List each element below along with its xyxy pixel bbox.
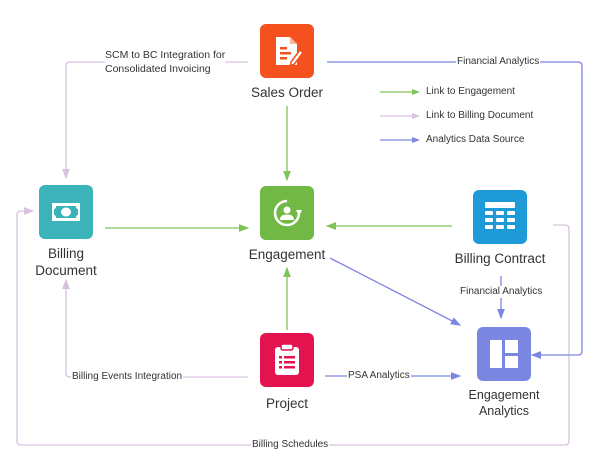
node-engagement-analytics[interactable]: Engagement Analytics (454, 327, 554, 419)
edge-sales-order-to-billing-document (62, 61, 248, 180)
node-label: Project (265, 396, 309, 411)
node-project[interactable]: Project (237, 333, 337, 412)
edge-label-scm-integration: SCM to BC Integration for Consolidated I… (105, 48, 226, 76)
dashboard-layout-icon (477, 327, 531, 381)
legend-item-analytics: Analytics Data Source (380, 134, 524, 145)
node-engagement[interactable]: Engagement (237, 186, 337, 263)
node-label: Billing Contract (454, 251, 546, 266)
arrow-icon (380, 88, 420, 95)
node-billing-contract[interactable]: Billing Contract (445, 190, 555, 267)
document-edit-icon (260, 24, 314, 78)
edge-label-financial-analytics-top: Financial Analytics (456, 56, 541, 68)
node-sales-order[interactable]: Sales Order (237, 24, 337, 101)
edge-engagement-to-engagement-analytics (329, 257, 462, 326)
edge-label-psa-analytics: PSA Analytics (347, 370, 411, 382)
node-billing-document[interactable]: Billing Document (16, 185, 116, 279)
arrow-icon (380, 136, 420, 143)
banknote-icon (39, 185, 93, 239)
edge-label-financial-analytics-contract: Financial Analytics (459, 286, 544, 298)
edge-label-billing-schedules: Billing Schedules (251, 439, 330, 451)
edge-project-to-billing-document (62, 278, 248, 378)
calculator-grid-icon (473, 190, 527, 244)
node-label: Sales Order (250, 85, 324, 100)
person-cycle-icon (260, 186, 314, 240)
legend-item-billing-document: Link to Billing Document (380, 110, 533, 121)
node-label: Engagement (248, 247, 326, 262)
clipboard-list-icon (260, 333, 314, 387)
edge-sales-order-to-engagement-analytics (327, 61, 583, 359)
node-label: Billing Document (35, 246, 97, 278)
legend-item-engagement: Link to Engagement (380, 86, 515, 97)
edge-label-billing-events: Billing Events Integration (71, 371, 184, 383)
arrow-icon (380, 112, 420, 119)
node-label: Engagement Analytics (468, 388, 540, 418)
